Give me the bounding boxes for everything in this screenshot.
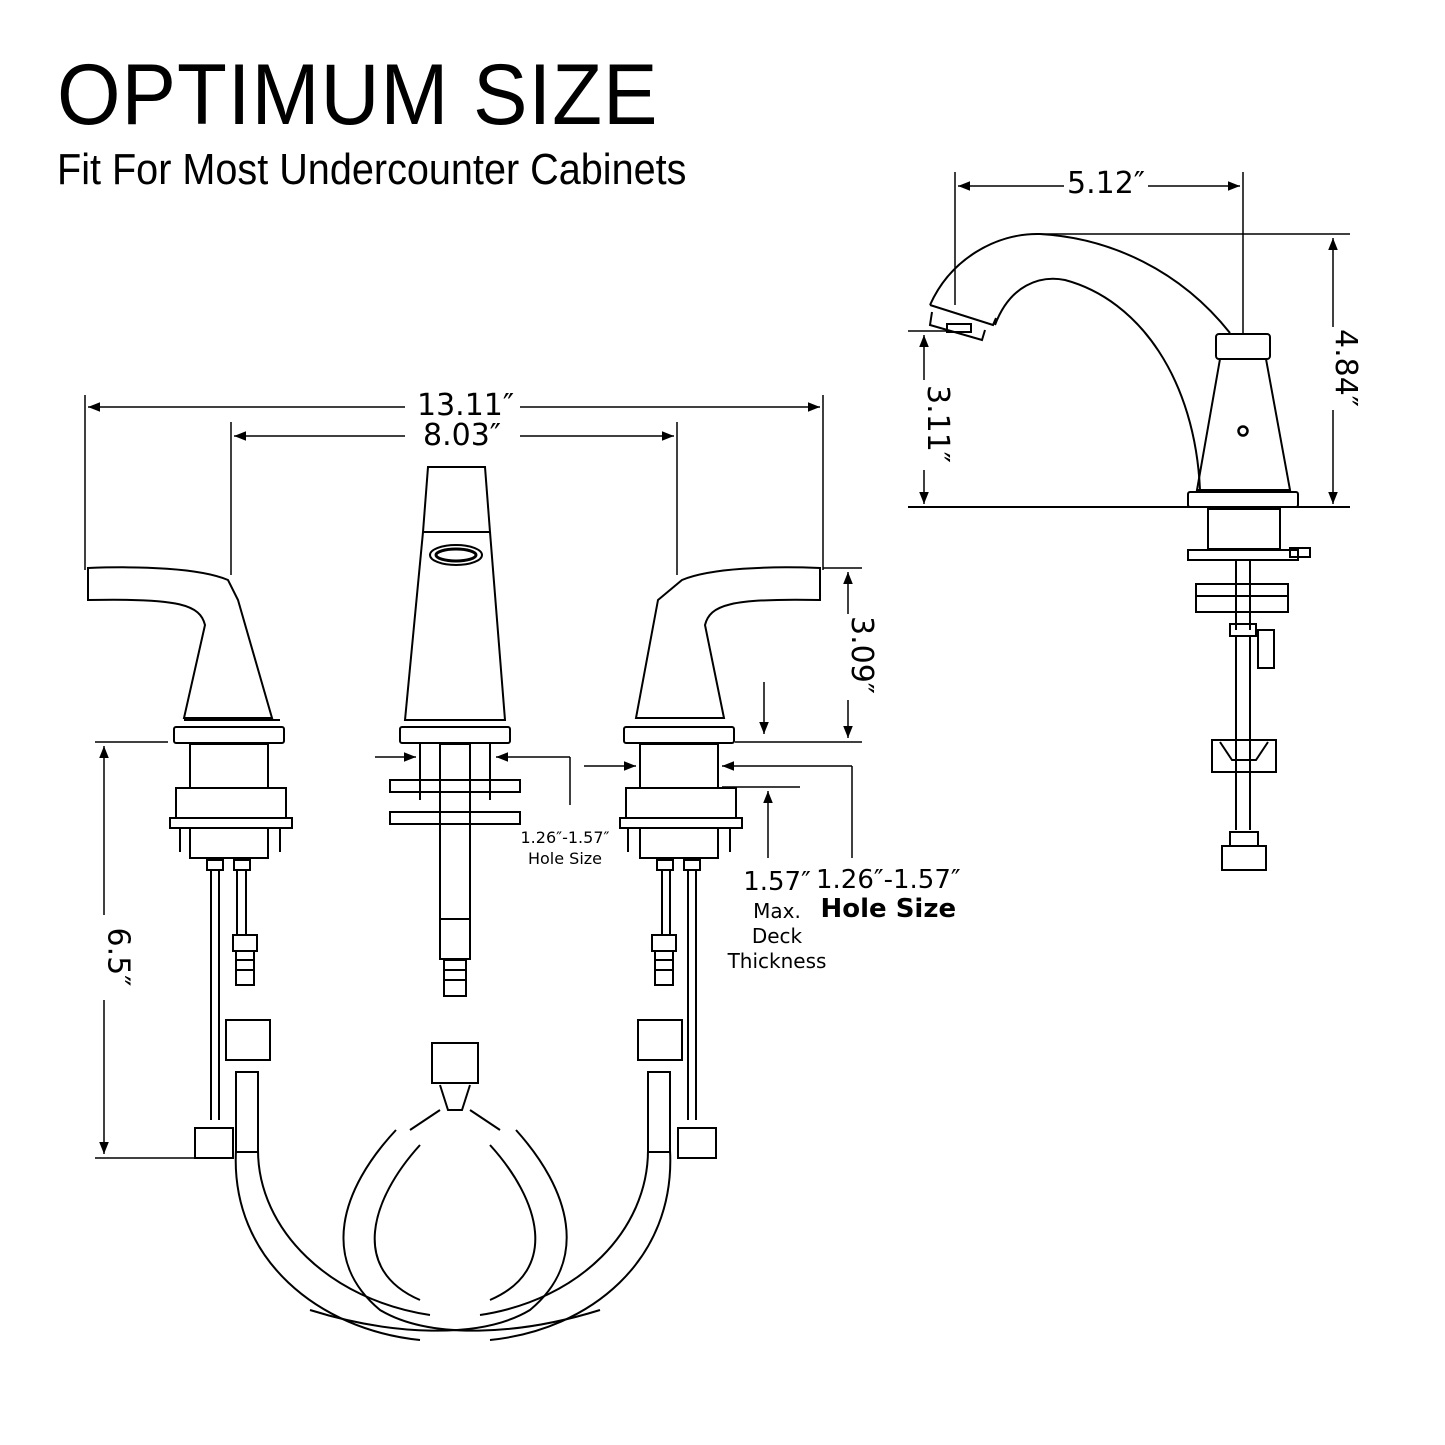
center-spread-dimension: 8.03″ [420, 421, 505, 451]
spout-hole-size-text: Hole Size [527, 848, 603, 868]
max-deck-thickness-label: 1.57″ Max. Deck Thickness [722, 866, 832, 974]
handle-hole-size-value: 1.26″-1.57″ [816, 865, 961, 895]
overall-height-dimension: 4.84″ [1328, 326, 1364, 410]
spout-hole-size-value: 1.26″-1.57″ [520, 828, 610, 847]
handle-hole-size-label: 1.26″-1.57″ Hole Size [816, 866, 961, 923]
max-deck-thickness-line3: Thickness [727, 948, 827, 973]
page-title: OPTIMUM SIZE [57, 47, 659, 143]
page-subtitle: Fit For Most Undercounter Cabinets [57, 145, 687, 194]
spout-reach-dimension: 5.12″ [1064, 169, 1149, 199]
handle-hole-size-text: Hole Size [820, 893, 957, 924]
overall-width-dimension: 13.11″ [414, 391, 518, 421]
below-deck-length-dimension: 6.5″ [100, 925, 136, 989]
side-view-faucet-drawing [908, 172, 1350, 871]
max-deck-thickness-line2: Deck [751, 923, 803, 948]
spout-hole-size-label: 1.26″-1.57″ Hole Size [512, 828, 618, 870]
max-deck-thickness-value: 1.57″ [743, 867, 811, 897]
max-deck-thickness-line1: Max. [753, 898, 801, 923]
spout-height-dimension: 3.11″ [920, 382, 956, 466]
front-view-faucet-drawing [84, 395, 862, 1341]
handle-height-dimension: 3.09″ [844, 613, 880, 697]
